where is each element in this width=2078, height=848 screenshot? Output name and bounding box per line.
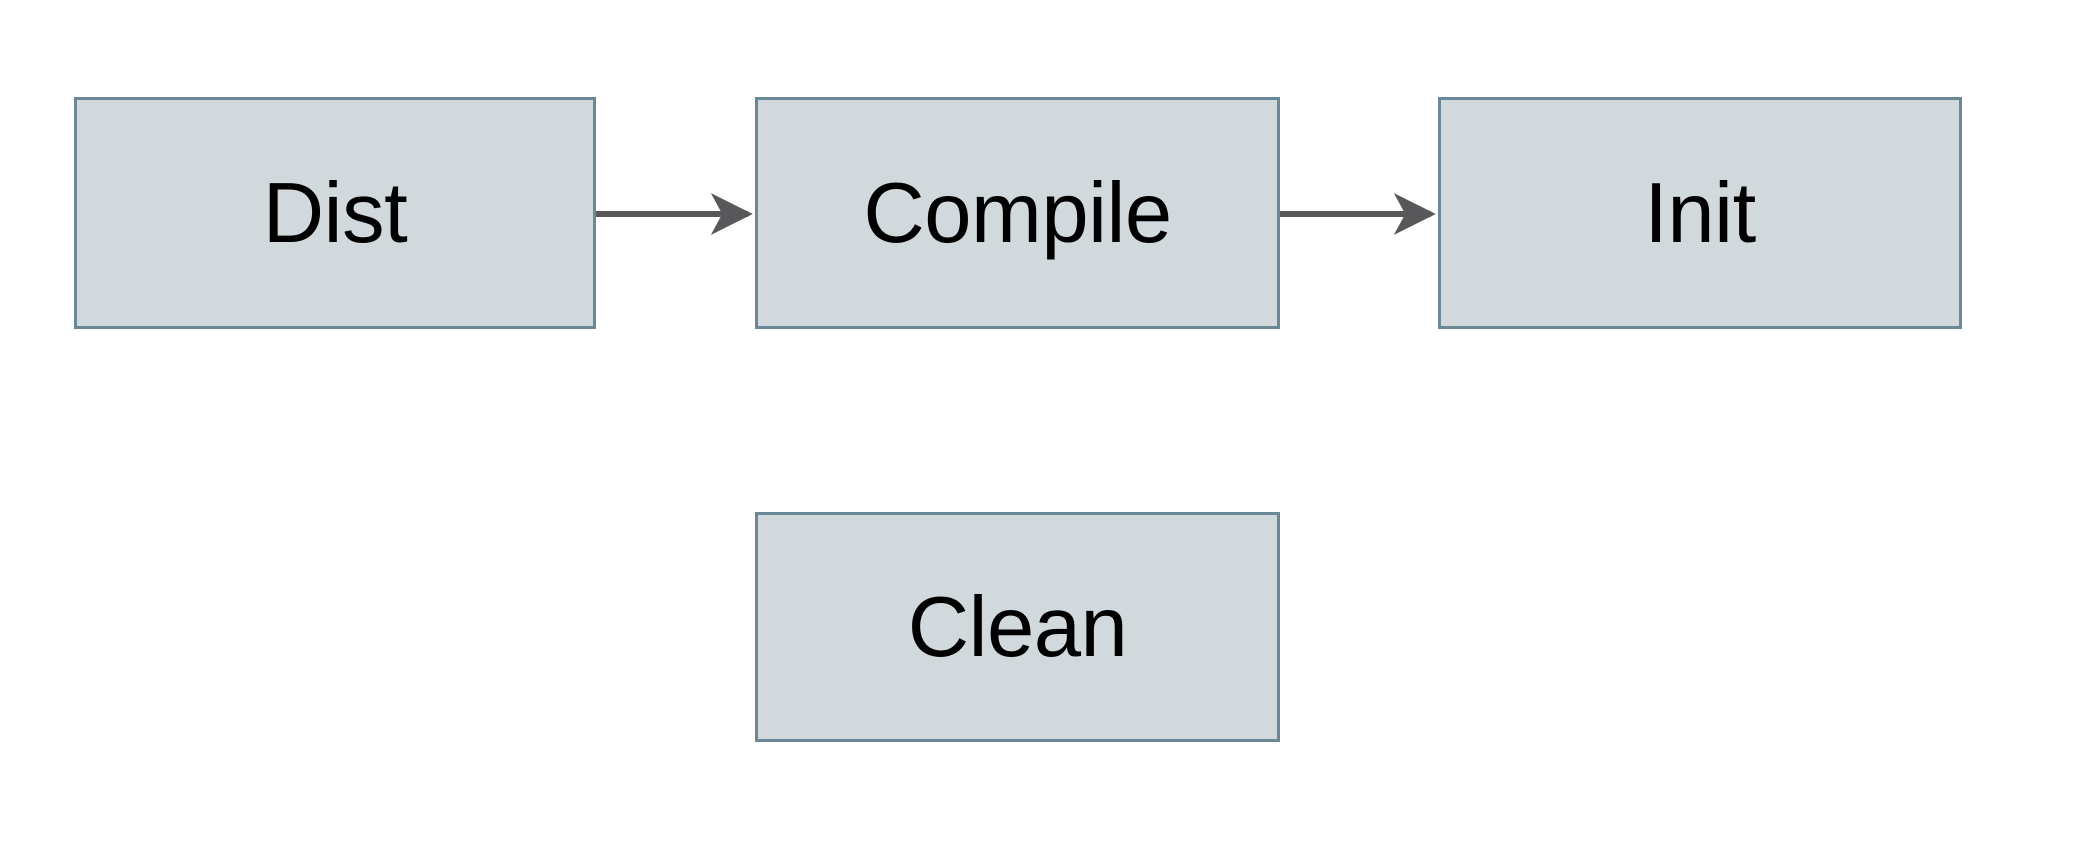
node-clean[interactable]: Clean [755, 512, 1280, 742]
node-init-label: Init [1644, 165, 1756, 261]
node-dist[interactable]: Dist [74, 97, 596, 329]
node-compile[interactable]: Compile [755, 97, 1280, 329]
node-init[interactable]: Init [1438, 97, 1962, 329]
node-compile-label: Compile [863, 165, 1172, 261]
node-dist-label: Dist [262, 165, 408, 261]
node-clean-label: Clean [907, 579, 1128, 675]
